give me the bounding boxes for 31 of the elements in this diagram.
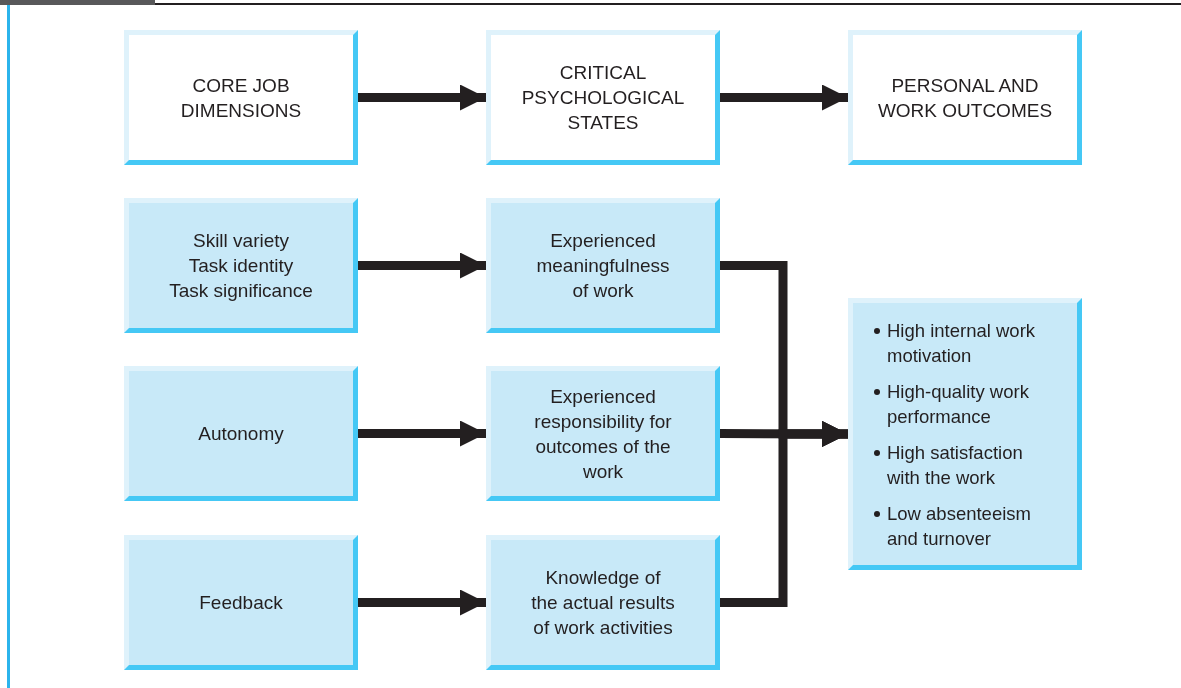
arrow: [720, 84, 848, 111]
box-text: CORE JOB DIMENSIONS: [179, 73, 303, 123]
process-box: [124, 535, 358, 670]
arrow: [358, 84, 486, 111]
outcome-box: [848, 298, 1082, 570]
heading-box: [124, 30, 358, 165]
arrow: [358, 589, 486, 616]
arrow: [358, 252, 486, 279]
heading-box: [848, 30, 1082, 165]
box-text: Experienced meaningfulness of work: [535, 229, 671, 303]
box-text: Task significance: [169, 279, 313, 303]
bullet-text: High-quality work performance: [887, 380, 1029, 427]
bullet-text: Low absenteeism and turnover: [887, 502, 1031, 549]
process-box: [486, 198, 720, 333]
process-box: [486, 535, 720, 670]
process-box: [124, 366, 358, 501]
box-text: PERSONAL AND WORK OUTCOMES: [876, 73, 1054, 123]
process-box: [486, 366, 720, 501]
box-text: Task identity: [188, 254, 294, 278]
box-text: Knowledge of the actual results of work activities: [531, 566, 675, 640]
box-text: Autonomy: [198, 422, 284, 446]
box-text: Skill variety: [192, 229, 290, 253]
heading-box: [486, 30, 720, 165]
arrow: [720, 421, 848, 607]
arrow: [358, 420, 486, 447]
process-box: [124, 198, 358, 333]
box-text: CRITICAL PSYCHOLOGICAL STATES: [520, 61, 686, 135]
bullet-text: High internal work motivation: [887, 319, 1036, 366]
box-text: Experienced responsibility for outcomes of the work: [533, 384, 673, 484]
box-text: Feedback: [199, 591, 283, 615]
bullet-text: High satisfaction with the work: [887, 441, 1023, 488]
